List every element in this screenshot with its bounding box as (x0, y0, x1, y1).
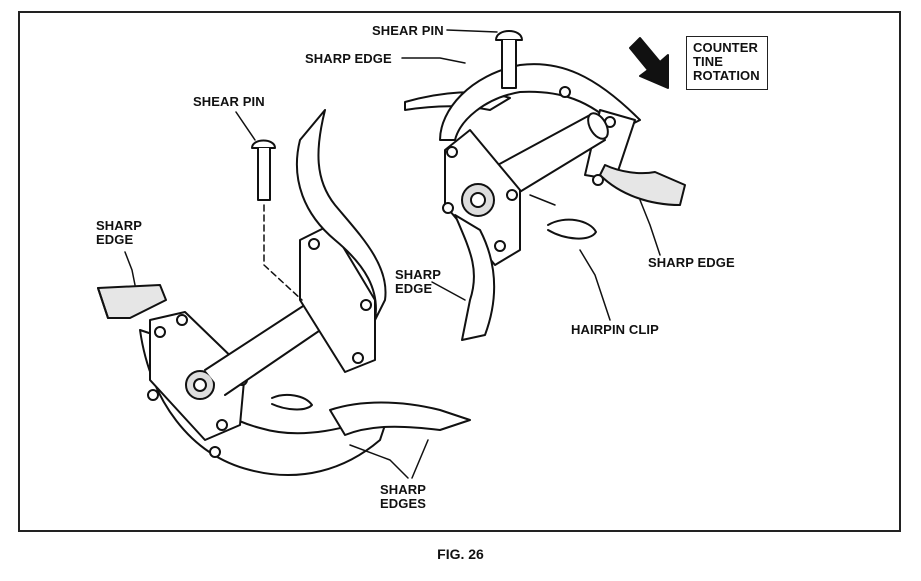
label-line: SHARP (395, 267, 442, 282)
right-edge-blade (599, 164, 686, 206)
label-sharp-edge-left: SHARP EDGE (96, 219, 142, 247)
left-tine-assembly (97, 109, 471, 476)
label-line: SHARP (380, 482, 427, 497)
right-shear-pin (495, 30, 523, 41)
left-bottom-right-blade (329, 401, 471, 436)
left-upper-blade (295, 109, 387, 321)
counter-tine-rotation-callout: COUNTER TINE ROTATION (686, 36, 768, 90)
label-sharp-edge-mid: SHARP EDGE (395, 268, 441, 296)
left-edge-blade (97, 284, 167, 319)
callout-line: COUNTER (693, 40, 758, 55)
right-tine-assembly (404, 30, 686, 341)
callout-line: ROTATION (693, 68, 760, 83)
rotation-arrow-icon (629, 37, 669, 89)
label-line: SHARP (96, 218, 143, 233)
label-line: EDGE (395, 281, 433, 296)
label-shear-pin-right: SHEAR PIN (372, 23, 444, 38)
right-bottom-blade (454, 214, 496, 341)
label-sharp-edge-right: SHARP EDGE (648, 255, 735, 270)
label-sharp-edge-top: SHARP EDGE (305, 51, 392, 66)
label-line: EDGES (380, 496, 427, 511)
callout-line: TINE (693, 54, 724, 69)
label-sharp-edges-bottom: SHARP EDGES (380, 483, 426, 511)
figure-caption: FIG. 26 (437, 546, 484, 562)
label-shear-pin-left: SHEAR PIN (193, 94, 265, 109)
label-line: EDGE (96, 232, 134, 247)
left-shear-pin (251, 139, 276, 149)
figure-frame (18, 11, 901, 532)
label-hairpin-clip: HAIRPIN CLIP (571, 322, 659, 337)
hairpin-clip (547, 218, 597, 240)
